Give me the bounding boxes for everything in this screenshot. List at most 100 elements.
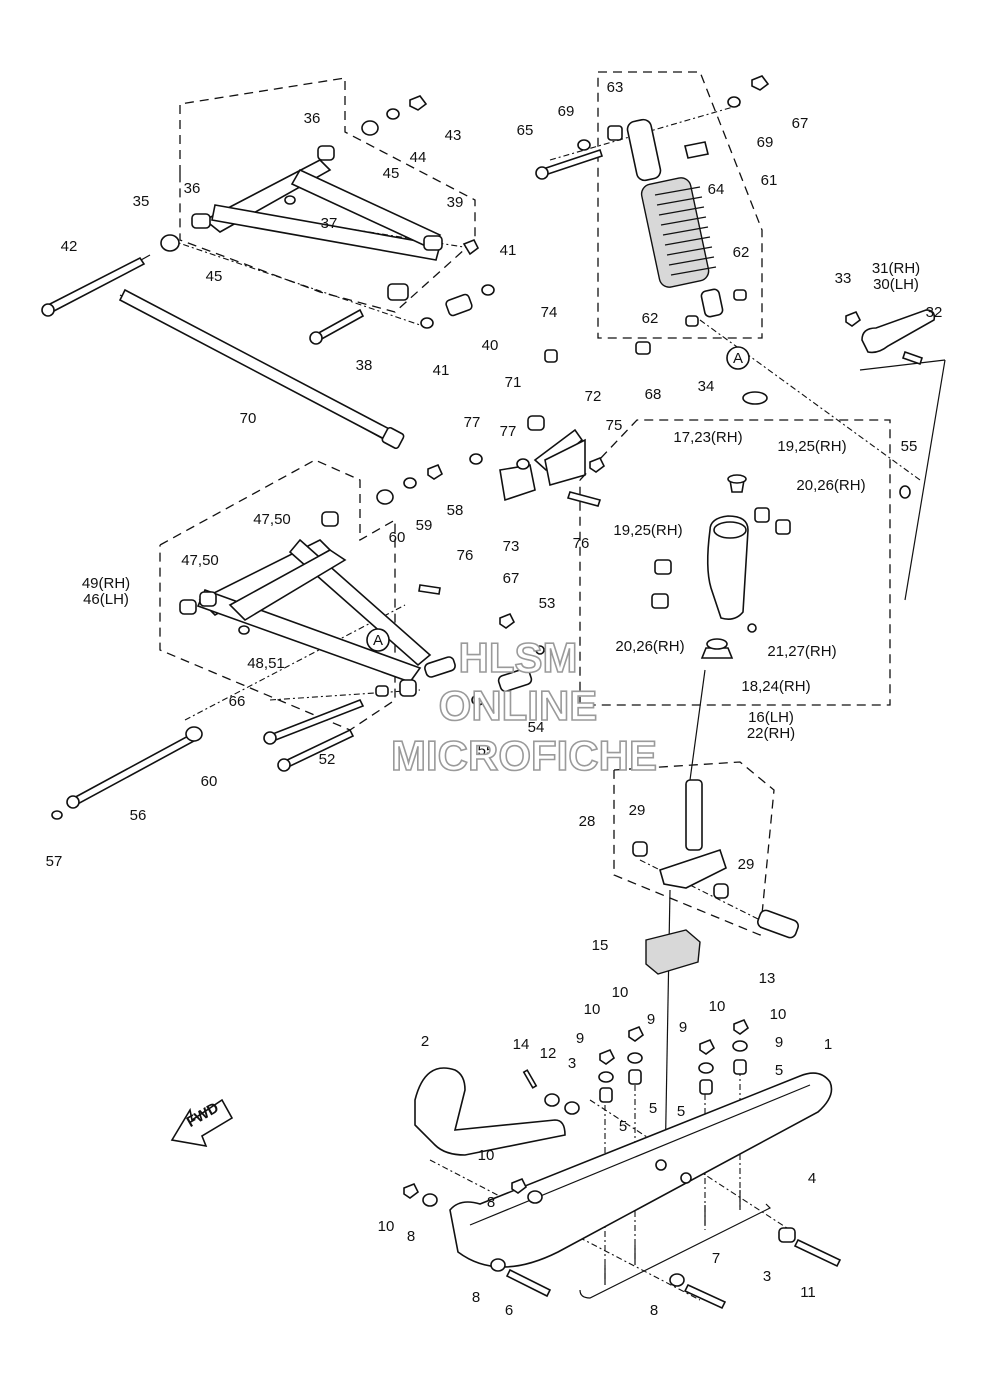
ski-hardware bbox=[403, 1018, 842, 1310]
callout-c-10e: 10 bbox=[478, 1147, 495, 1164]
upper-a-arm bbox=[191, 145, 443, 301]
callout-c-39: 39 bbox=[447, 194, 464, 211]
callout-c-35: 35 bbox=[133, 193, 150, 210]
callout-c-68: 68 bbox=[645, 386, 662, 403]
bolt-65 bbox=[538, 148, 604, 178]
group-28-outline bbox=[613, 761, 775, 936]
callout-c-75: 75 bbox=[606, 417, 623, 434]
callout-c-28: 28 bbox=[579, 813, 596, 830]
callout-c-38: 38 bbox=[356, 357, 373, 374]
callout-c-41b: 41 bbox=[433, 362, 450, 379]
shock-absorber bbox=[577, 75, 770, 355]
callout-c-3a: 3 bbox=[568, 1055, 576, 1072]
callout-c-76a: 76 bbox=[573, 535, 590, 552]
callout-c-45b: 45 bbox=[206, 268, 223, 285]
callout-c-48-51: 48,51 bbox=[247, 655, 285, 672]
callout-c-44: 44 bbox=[410, 149, 427, 166]
ref-a-upper-label: A bbox=[733, 350, 743, 367]
callout-c-74: 74 bbox=[541, 304, 558, 321]
callout-c-42: 42 bbox=[61, 238, 78, 255]
block-15 bbox=[645, 929, 701, 975]
watermark-line1: HLSM bbox=[459, 634, 578, 681]
ref-a-lower-label: A bbox=[373, 632, 383, 649]
callout-c-32: 32 bbox=[926, 304, 943, 321]
collar-13 bbox=[757, 909, 799, 939]
callout-c-20-26b: 20,26(RH) bbox=[615, 638, 684, 655]
callout-c-54: 54 bbox=[528, 719, 545, 736]
bolt-56 bbox=[68, 733, 196, 808]
bushing-36 bbox=[191, 213, 211, 229]
callout-c-1: 1 bbox=[824, 1036, 832, 1053]
callout-c-8d: 8 bbox=[650, 1302, 658, 1319]
ref-a-lower: A bbox=[366, 628, 390, 652]
callout-c-10b: 10 bbox=[584, 1001, 601, 1018]
callout-c-64: 64 bbox=[708, 181, 725, 198]
callout-c-47-50b: 47,50 bbox=[181, 552, 219, 569]
small-hardware-upper bbox=[160, 95, 495, 329]
callout-c-56: 56 bbox=[130, 807, 147, 824]
ski-assembly bbox=[414, 1067, 833, 1299]
callout-c-5b: 5 bbox=[649, 1100, 657, 1117]
callout-c-53: 53 bbox=[539, 595, 556, 612]
callout-c-47-50a: 47,50 bbox=[253, 511, 291, 528]
group-35-outline bbox=[179, 77, 476, 313]
callout-c-10c: 10 bbox=[709, 998, 726, 1015]
ski-handle-2 bbox=[414, 1067, 566, 1156]
bolt-7 bbox=[683, 1283, 727, 1310]
callout-c-19-25b: 19,25(RH) bbox=[613, 522, 682, 539]
callout-c-21-27: 21,27(RH) bbox=[767, 643, 836, 660]
callout-c-65: 65 bbox=[517, 122, 534, 139]
callout-c-11: 11 bbox=[800, 1284, 816, 1301]
callout-c-10d: 10 bbox=[770, 1006, 787, 1023]
callout-c-33: 33 bbox=[835, 270, 852, 287]
callout-c-8b: 8 bbox=[407, 1228, 415, 1245]
rods-and-bolts bbox=[41, 148, 604, 809]
callout-c-43: 43 bbox=[445, 127, 462, 144]
callout-c-70: 70 bbox=[240, 410, 257, 427]
callout-c-12: 12 bbox=[540, 1045, 557, 1062]
callout-c-52: 52 bbox=[319, 751, 336, 768]
callout-c-45a: 45 bbox=[383, 165, 400, 182]
callout-c-36a: 36 bbox=[304, 110, 321, 127]
callout-c-9c: 9 bbox=[775, 1034, 783, 1051]
watermark-line2: ONLINE bbox=[439, 682, 598, 729]
callout-c-63: 63 bbox=[607, 79, 624, 96]
callout-c-8c: 8 bbox=[472, 1289, 480, 1306]
callout-c-77a: 77 bbox=[464, 414, 481, 431]
spindle-housing bbox=[651, 474, 791, 659]
ref-a-upper: A bbox=[726, 346, 750, 370]
callout-c-6: 6 bbox=[505, 1302, 513, 1319]
callout-c-18-24: 18,24(RH) bbox=[741, 678, 810, 695]
callout-c-67a: 67 bbox=[792, 115, 809, 132]
callout-c-60a: 60 bbox=[389, 529, 406, 546]
reference-markers: AA bbox=[366, 346, 750, 652]
callout-c-4: 4 bbox=[808, 1170, 816, 1187]
callout-c-62b: 62 bbox=[642, 310, 659, 327]
ski-1 bbox=[449, 1072, 833, 1268]
callout-c-20-26a: 20,26(RH) bbox=[796, 477, 865, 494]
callout-c-17-23: 17,23(RH) bbox=[673, 429, 742, 446]
steering-arm-31 bbox=[861, 309, 936, 354]
bushing-36-upper bbox=[317, 145, 335, 161]
callout-c-37: 37 bbox=[321, 215, 338, 232]
callout-c-66: 66 bbox=[229, 693, 246, 710]
group-61-outline bbox=[597, 71, 763, 339]
callout-c-67b: 67 bbox=[503, 570, 520, 587]
callout-c-58: 58 bbox=[447, 502, 464, 519]
watermark-line3: MICROFICHE bbox=[391, 732, 657, 779]
callout-c-31-30: 31(RH)30(LH) bbox=[872, 260, 920, 293]
group-outlines bbox=[159, 71, 891, 936]
callout-c-2: 2 bbox=[421, 1033, 429, 1050]
callout-c-40: 40 bbox=[482, 337, 499, 354]
watermark: HLSM ONLINE MICROFICHE bbox=[390, 633, 658, 780]
bolt-11 bbox=[793, 1238, 842, 1268]
callout-c-19-25a: 19,25(RH) bbox=[777, 438, 846, 455]
callout-c-41a: 41 bbox=[500, 242, 517, 259]
callout-c-55b: 55 bbox=[901, 438, 918, 455]
callout-c-60b: 60 bbox=[201, 773, 218, 790]
callout-c-62a: 62 bbox=[733, 244, 750, 261]
callout-c-69a: 69 bbox=[558, 103, 575, 120]
callout-c-5a: 5 bbox=[775, 1062, 783, 1079]
